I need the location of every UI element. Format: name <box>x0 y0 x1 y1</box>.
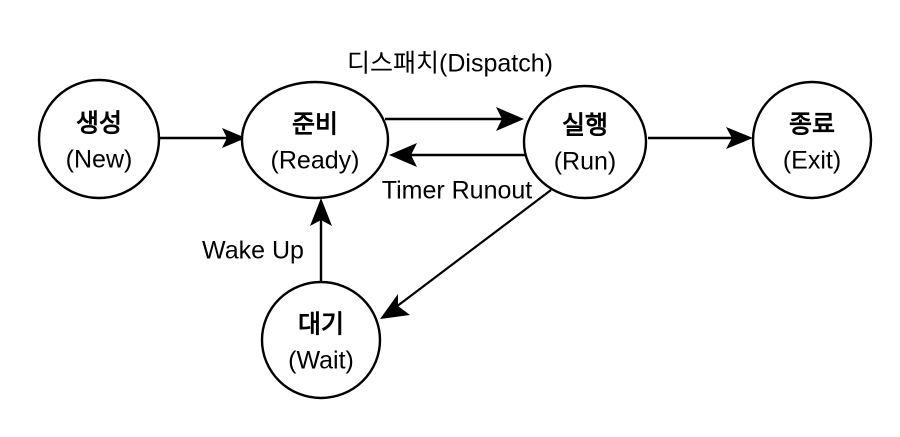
node-wait[interactable]: 대기 (Wait) <box>260 280 382 400</box>
edge-run-to-ready <box>389 143 528 167</box>
node-new-label-en: (New) <box>66 146 133 174</box>
node-exit-label-en: (Exit) <box>783 147 841 175</box>
edge-label-dispatch: 디스패치(Dispatch) <box>347 50 553 78</box>
node-new-label-ko: 생성 <box>76 110 122 138</box>
edge-wait-to-ready <box>310 198 332 281</box>
edge-run-to-exit-arrowhead <box>726 127 753 149</box>
edge-run-to-ready-arrowhead <box>389 143 417 167</box>
edge-ready-to-run <box>385 107 524 131</box>
node-run-label-ko: 실행 <box>562 112 608 140</box>
edge-run-to-wait-arrowhead <box>380 294 410 319</box>
edge-new-to-ready <box>160 128 246 148</box>
edge-run-to-wait <box>380 189 552 319</box>
node-wait-label-en: (Wait) <box>288 347 354 375</box>
node-wait-label-ko: 대기 <box>298 311 344 339</box>
node-ready[interactable]: 준비 (Ready) <box>240 80 390 200</box>
edge-run-to-exit <box>648 127 753 149</box>
node-ready-label-ko: 준비 <box>292 111 338 139</box>
node-wait-shape[interactable] <box>260 280 382 400</box>
node-new-shape[interactable] <box>37 78 161 200</box>
node-ready-label-en: (Ready) <box>271 147 360 175</box>
node-exit-label-ko: 종료 <box>789 111 835 139</box>
edge-new-to-ready-arrowhead <box>222 128 246 148</box>
node-run-label-en: (Run) <box>554 148 617 176</box>
edge-ready-to-run-arrowhead <box>496 107 524 131</box>
node-new[interactable]: 생성 (New) <box>37 78 161 200</box>
edge-label-timer-runout: Timer Runout <box>382 177 533 205</box>
node-run[interactable]: 실행 (Run) <box>522 84 648 200</box>
edge-label-wake-up: Wake Up <box>202 237 304 265</box>
node-ready-shape[interactable] <box>240 80 390 200</box>
node-exit-shape[interactable] <box>751 80 873 200</box>
edge-wait-to-ready-arrowhead <box>310 198 332 226</box>
edge-run-to-wait-line <box>391 189 552 311</box>
node-run-shape[interactable] <box>522 84 648 200</box>
node-exit[interactable]: 종료 (Exit) <box>751 80 873 200</box>
